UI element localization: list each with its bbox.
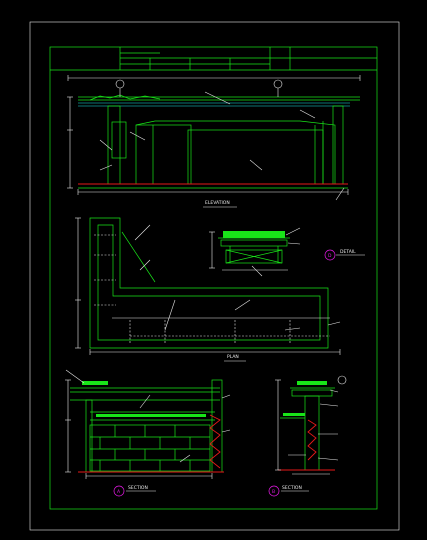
- section-b-marker-letter: B: [272, 489, 275, 495]
- detail-title: DETAIL: [340, 249, 356, 255]
- section-a-marker-letter: A: [117, 489, 121, 495]
- section-a-title: SECTION: [128, 485, 148, 491]
- elevation-title: ELEVATION: [205, 200, 230, 206]
- section-b-light-icon: [337, 375, 347, 385]
- plan-view: PLAN: [75, 217, 341, 362]
- detail-marker-circle: [324, 249, 336, 261]
- countertop-slab: [223, 231, 285, 238]
- title-block: [50, 47, 377, 71]
- ceiling-light-icon: [115, 79, 125, 89]
- elevation-view: ELEVATION: [67, 75, 361, 208]
- outer-border: [29, 21, 400, 531]
- inner-border: [49, 46, 378, 510]
- detail-view: D DETAIL: [209, 227, 365, 277]
- section-b-view: B SECTION: [268, 375, 347, 497]
- section-a-marker-circle: [113, 485, 125, 497]
- detail-marker-letter: D: [328, 253, 332, 259]
- section-a-view: A SECTION: [65, 369, 231, 497]
- plan-title: PLAN: [227, 354, 239, 360]
- section-b-marker-circle: [268, 485, 280, 497]
- ceiling-light-icon-2: [273, 79, 283, 89]
- section-b-title: SECTION: [282, 485, 302, 491]
